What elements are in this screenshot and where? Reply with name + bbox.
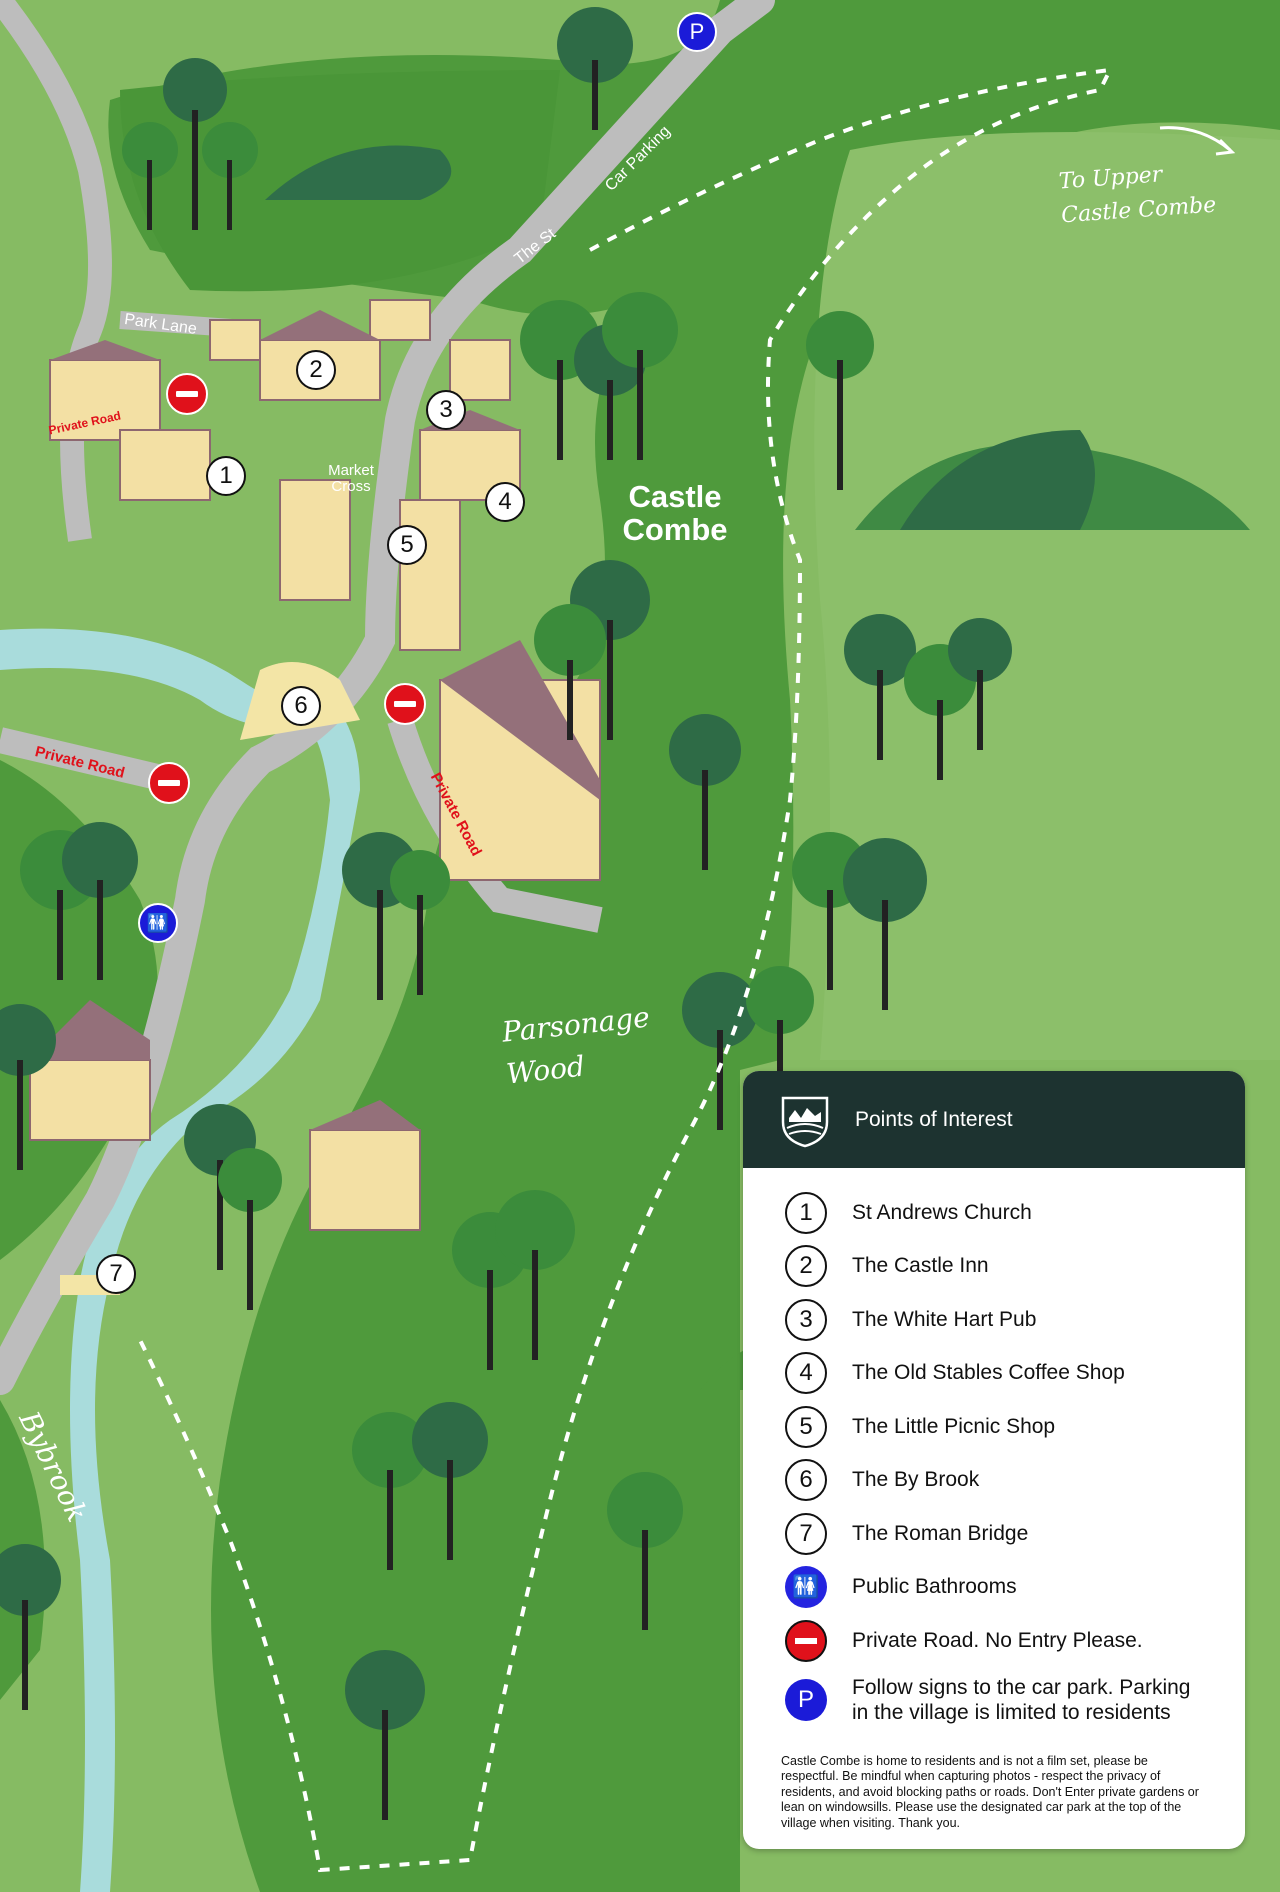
legend-item: Private Road. No Entry Please. [785, 1614, 1245, 1668]
marker-4[interactable]: 4 [485, 482, 525, 522]
legend-item: 3 The White Hart Pub [785, 1293, 1245, 1347]
marker-3[interactable]: 3 [426, 390, 466, 430]
bathroom-icon: 🚻 [785, 1566, 827, 1609]
hill [900, 430, 1095, 530]
marker-7[interactable]: 7 [96, 1254, 136, 1294]
legend-label: Follow signs to the car park. Parking in… [852, 1675, 1191, 1724]
legend-label: The White Hart Pub [852, 1307, 1037, 1331]
legend-item: 🚻 Public Bathrooms [785, 1561, 1245, 1615]
legend-item: 6 The By Brook [785, 1454, 1245, 1508]
legend-number-3: 3 [785, 1298, 827, 1341]
legend-label: Private Road. No Entry Please. [852, 1628, 1143, 1652]
legend-title: Points of Interest [855, 1107, 1013, 1131]
no-entry-icon[interactable] [148, 762, 190, 804]
private-road-west [0, 727, 173, 793]
legend-number-2: 2 [785, 1245, 827, 1288]
hill [265, 145, 452, 200]
market-cross-label: Market Cross [328, 462, 374, 495]
legend-number-6: 6 [785, 1459, 827, 1502]
no-entry-icon[interactable] [384, 683, 426, 725]
east-meadow [814, 132, 1280, 1060]
bathroom-icon[interactable]: 🚻 [138, 903, 178, 943]
castle-combe-logo-icon [781, 1096, 829, 1147]
river [0, 628, 360, 1892]
legend-header: Points of Interest [743, 1071, 1245, 1168]
parking-icon: P [785, 1678, 827, 1721]
legend-item: 1 St Andrews Church [785, 1186, 1245, 1240]
legend-label: The Little Picnic Shop [852, 1414, 1056, 1438]
legend-item: 4 The Old Stables Coffee Shop [785, 1347, 1245, 1401]
parking-icon[interactable]: P [677, 12, 717, 52]
no-entry-icon[interactable] [166, 373, 208, 415]
legend-label: The Old Stables Coffee Shop [852, 1361, 1125, 1385]
legend-label: St Andrews Church [852, 1200, 1032, 1224]
village-name-label: Castle Combe [622, 479, 728, 547]
marker-6[interactable]: 6 [281, 686, 321, 726]
marker-1[interactable]: 1 [206, 456, 246, 496]
parsonage-wood-label: Parsonage Wood [500, 1000, 652, 1091]
legend-label: The Roman Bridge [852, 1521, 1029, 1545]
visitor-note: Castle Combe is home to residents and is… [781, 1753, 1199, 1830]
legend-label: The Castle Inn [852, 1254, 989, 1278]
legend-number-7: 7 [785, 1512, 827, 1555]
legend-number-5: 5 [785, 1405, 827, 1448]
legend-item: P Follow signs to the car park. Parking i… [785, 1668, 1245, 1732]
rooftops [30, 310, 600, 1130]
marker-5[interactable]: 5 [387, 525, 427, 565]
legend-label: The By Brook [852, 1468, 980, 1492]
arrow-head-icon [1215, 138, 1236, 156]
legend-item: 5 The Little Picnic Shop [785, 1400, 1245, 1454]
legend-number-4: 4 [785, 1352, 827, 1395]
walking-trail[interactable] [138, 67, 1114, 1873]
legend-label: Public Bathrooms [852, 1575, 1017, 1599]
marker-2[interactable]: 2 [296, 350, 336, 390]
trees [0, 7, 1012, 1820]
legend-item: 7 The Roman Bridge [785, 1507, 1245, 1561]
upper-castle-combe-label: To Upper Castle Combe [1058, 162, 1218, 229]
legend-item: 2 The Castle Inn [785, 1240, 1245, 1294]
no-entry-icon [785, 1619, 827, 1662]
legend-number-1: 1 [785, 1191, 827, 1234]
